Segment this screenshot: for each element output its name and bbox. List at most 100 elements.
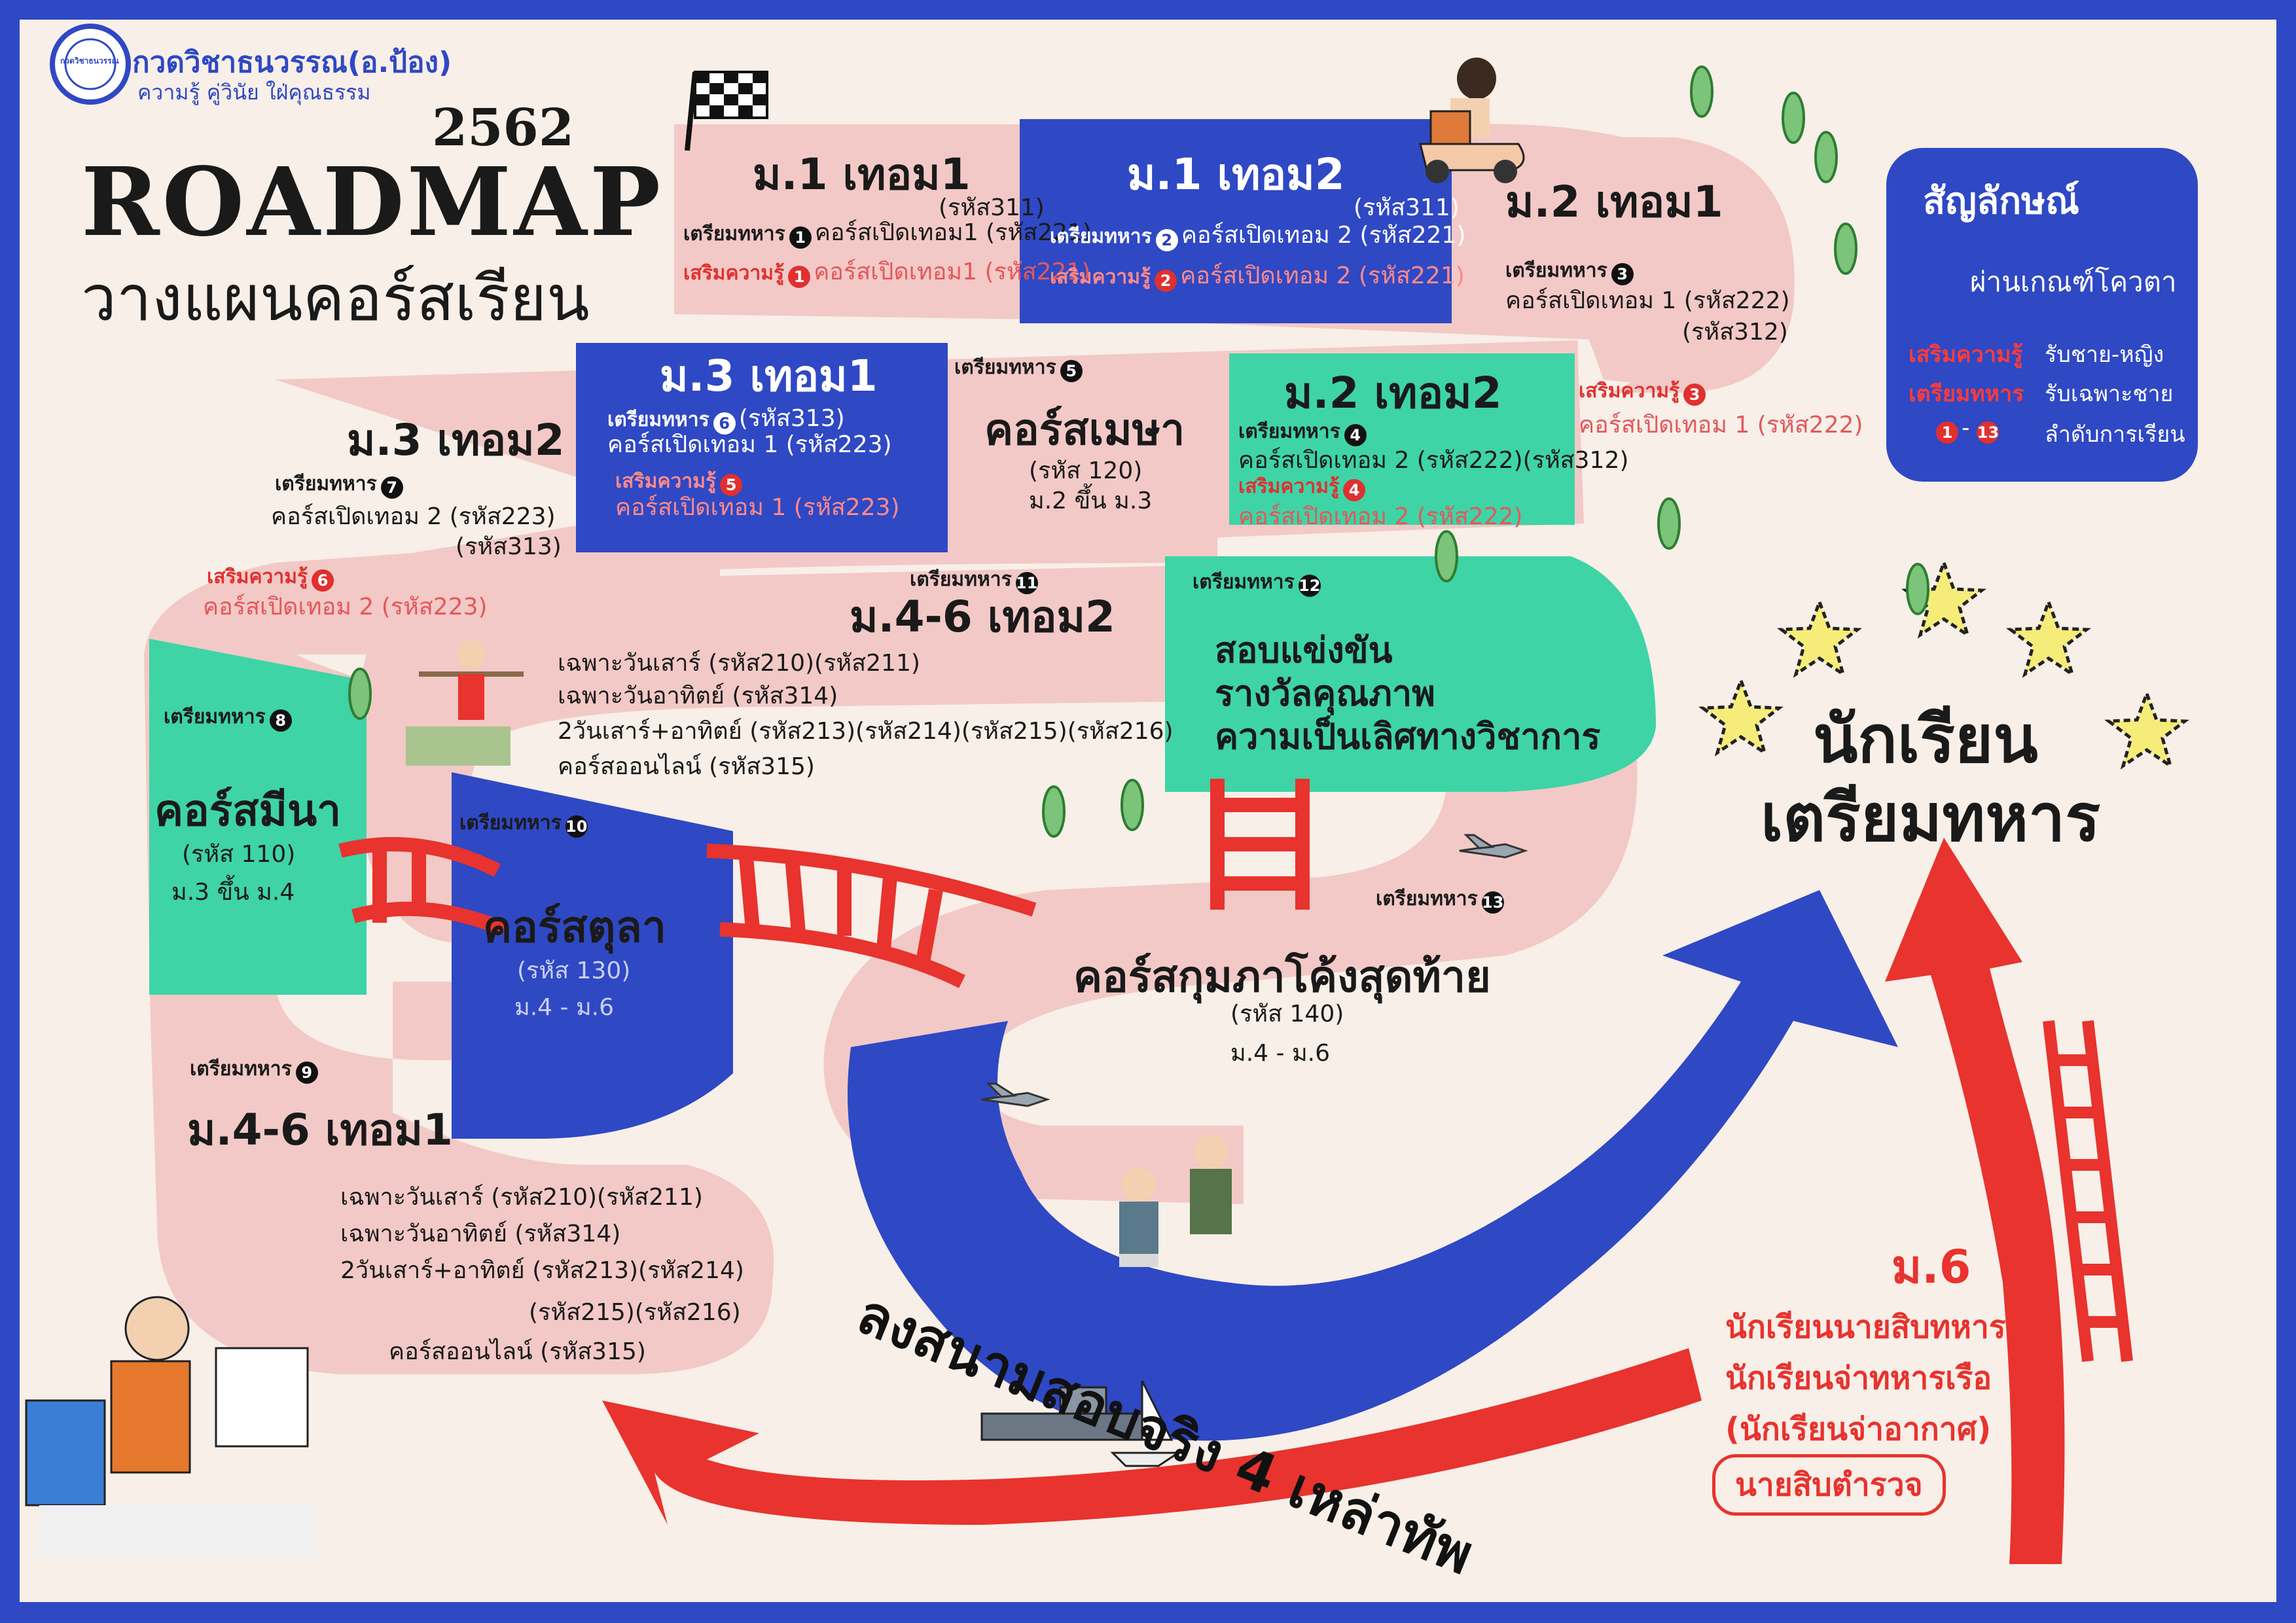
step-number-badge: 7: [380, 476, 403, 499]
red-arrow-up: [1885, 838, 2065, 1564]
ladder-icon-m6: [2043, 1020, 2133, 1363]
legend-serm-tag: เสริมความรู้: [1909, 342, 2023, 368]
step-number-badge: 2: [1155, 228, 1178, 251]
station-meena-level: ม.3 ขึ้น ม.4: [171, 879, 295, 906]
station-m2t2-course: คอร์สเปิดเทอม 2 (รหัส222)(รหัส312): [1238, 447, 1629, 474]
step-number-badge: 2: [1155, 269, 1177, 292]
station-m3t1-title: ม.3 เทอม1: [660, 351, 878, 401]
ladder-icon-compete: [1210, 779, 1310, 910]
legend-range-desc: ลำดับการเรียน: [2045, 421, 2185, 448]
station-m46t1-title: ม.4-6 เทอม1: [187, 1105, 453, 1155]
m6-line: นักเรียนนายสิบทหารบก: [1725, 1309, 2045, 1346]
soldiers-illustration: [1119, 1135, 1232, 1267]
header-year: 2562: [432, 98, 575, 158]
station-m3t2-serm-course: คอร์สเปิดเทอม 2 (รหัส223): [203, 594, 488, 620]
step-number-badge: 4: [1343, 478, 1366, 501]
station-m1t2-serm-course: คอร์สเปิดเทอม 2 (รหัส221): [1180, 262, 1465, 289]
station-compete-line3: ความเป็นเลิศทางวิชาการ: [1215, 716, 1601, 757]
station-tula-box: [452, 772, 733, 1139]
jet-icon-right: [1459, 834, 1528, 859]
ladder-icon-meena: [338, 837, 507, 936]
station-m3t2-title: ม.3 เทอม2: [347, 415, 565, 465]
station-m2t2-serm-tag: เสริมความรู้: [1238, 475, 1340, 498]
station-m1t2-code: (รหัส311): [1354, 194, 1460, 221]
station-m1t1-serm: เสริมความรู้1 คอร์สเปิดเทอม1 (รหัส221): [683, 253, 1090, 290]
station-m46t2-row: 2วันเสาร์+อาทิตย์ (รหัส213)(รหัส214)(รหั…: [558, 718, 1174, 745]
m6-line: นักเรียนจ่าทหารเรือ: [1725, 1360, 1992, 1397]
station-m46t1-row: 2วันเสาร์+อาทิตย์ (รหัส213)(รหัส214): [340, 1257, 744, 1284]
station-m46t1-row: (รหัส215)(รหัส216): [529, 1299, 741, 1326]
station-m3t2-serm: เสริมความรู้6: [207, 562, 334, 592]
station-m2t2-tag: เตรียมทหาร: [1238, 420, 1340, 443]
decorative-leaves: [348, 65, 1929, 838]
path-left-column: [144, 550, 774, 1374]
leaf-icon: [1834, 223, 1857, 275]
station-m3t2-serm-tag: เสริมความรู้: [207, 565, 308, 588]
station-kumpha-title: คอร์สกุมภาโค้งสุดท้าย: [1073, 952, 1491, 1002]
jet-icon-left: [981, 1082, 1050, 1107]
station-m2t1-course-code: (รหัส312): [1682, 319, 1788, 346]
step-number-badge: 4: [1344, 423, 1367, 446]
star-icon: [2006, 597, 2091, 678]
station-m3t2-tag: เตรียมทหาร: [275, 473, 377, 495]
station-compete-box: [1165, 556, 1656, 792]
legend-range: 1 - 13: [1932, 415, 2000, 444]
step-number-badge: 8: [269, 709, 292, 732]
station-m2t1-title: ม.2 เทอม1: [1505, 177, 1723, 227]
station-m2t1-course: คอร์สเปิดเทอม 1 (รหัส222): [1505, 287, 1790, 314]
step-number-badge: 10: [565, 815, 588, 838]
station-m1t2-course: คอร์สเปิดเทอม 2 (รหัส221): [1181, 222, 1466, 249]
reading-man-illustration: [25, 1296, 314, 1558]
step-number-badge: 3: [1611, 262, 1634, 285]
station-m46t2-title: ม.4-6 เทอม2: [850, 592, 1115, 642]
scooter-rider-illustration: [1419, 58, 1525, 183]
step-number-badge: 5: [1060, 359, 1083, 382]
red-arrow-left: [602, 1348, 1702, 1525]
station-m1t1-title: ม.1 เทอม1: [753, 149, 971, 200]
station-meena-code: (รหัส 110): [182, 841, 296, 868]
legend-title: สัญลักษณ์: [1923, 180, 2079, 223]
station-m1t1-code: (รหัส311): [939, 194, 1045, 221]
step-number-badge: 6: [312, 569, 334, 592]
station-mesa-title: คอร์สเมษา: [984, 404, 1185, 455]
station-m1t1-serm-tag: เสริมความรู้: [683, 262, 785, 285]
station-m3t1-serm-course: คอร์สเปิดเทอม 1 (รหัส223): [615, 494, 900, 521]
leaf-icon: [1782, 92, 1805, 144]
station-m46t1-tag: เตรียมทหาร: [190, 1058, 292, 1080]
station-m1t2-serm-tag: เสริมความรู้: [1050, 266, 1151, 289]
station-kumpha-tag: เตรียมทหาร: [1376, 887, 1478, 910]
station-m3t2-course: คอร์สเปิดเทอม 2 (รหัส223): [271, 503, 556, 530]
station-m3t2-course-code: (รหัส313): [456, 533, 562, 560]
logo-text: กวดวิชาธนวรรณ: [60, 56, 119, 65]
legend-serm-desc: รับชาย-หญิง: [2045, 342, 2164, 368]
station-compete-line2: รางวัลคุณภาพ: [1215, 673, 1435, 714]
station-tula-tag: เตรียมทหาร: [459, 812, 562, 834]
station-m3t1-tag: เตรียมทหาร: [607, 408, 709, 431]
station-m3t1-serm-tag: เสริมความรู้: [615, 470, 717, 493]
station-tula-code: (รหัส 130): [517, 957, 631, 984]
station-m2t1-serm: เสริมความรู้3: [1579, 376, 1706, 406]
step-number-badge: 6: [713, 412, 736, 435]
legend-triam-desc: รับเฉพาะชาย: [2045, 381, 2174, 407]
goal-line2: เตรียมทหาร: [1761, 779, 2101, 856]
station-m1t1-serm-course: คอร์สเปิดเทอม1 (รหัส221): [814, 259, 1091, 285]
legend-range-from: 1: [1936, 421, 1958, 444]
m6-title: ม.6: [1892, 1240, 1971, 1294]
student-pullup-illustration: [406, 640, 524, 766]
brand-logo: [50, 24, 131, 105]
leaf-icon: [348, 668, 372, 720]
station-m2t1-serm-tag: เสริมความรู้: [1579, 380, 1680, 402]
station-m46t1-row: เฉพาะวันเสาร์ (รหัส210)(รหัส211): [340, 1184, 703, 1211]
station-m3t1-box: [576, 343, 948, 552]
station-compete-tag: เตรียมทหาร: [1193, 571, 1295, 594]
station-m1t1-tag: เตรียมทหาร: [683, 223, 785, 245]
station-m1t2-tag: เตรียมทหาร: [1050, 225, 1152, 248]
station-m46t2-row: เฉพาะวันอาทิตย์ (รหัส314): [558, 683, 838, 709]
station-m1t2-title: ม.1 เทอม2: [1127, 149, 1345, 200]
